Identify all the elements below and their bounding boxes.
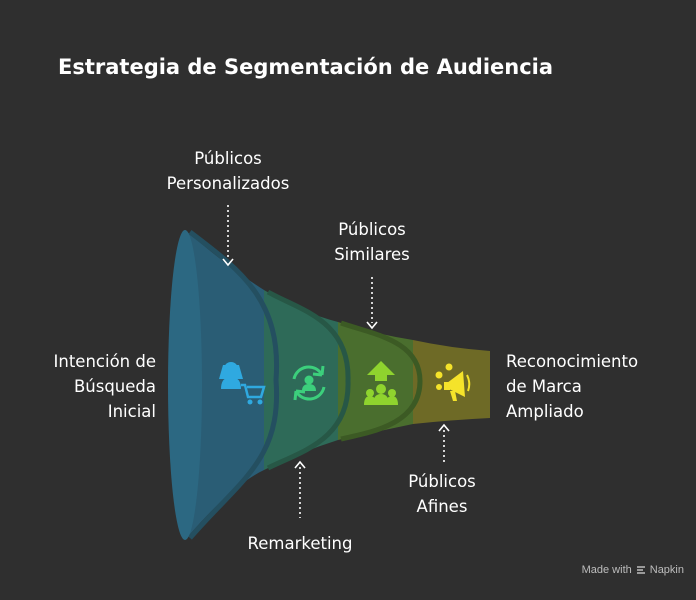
- napkin-logo-icon: [636, 566, 645, 574]
- person-cart-icon: [219, 362, 266, 405]
- label-remarketing: Remarketing: [247, 534, 353, 553]
- page-title: Estrategia de Segmentación de Audiencia: [58, 55, 554, 79]
- badge-brand: Napkin: [649, 564, 684, 576]
- retarget-cycle-icon: [292, 365, 326, 401]
- leader-custom-audiences: [222, 205, 234, 267]
- segment-divider: [340, 320, 423, 442]
- label-lookalike-audiences: Públicos Similares: [334, 220, 410, 264]
- group-upload-icon: [364, 361, 398, 405]
- label-affinity-audiences: Públicos Afines: [408, 472, 476, 516]
- label-expanded-brand-awareness: Reconocimiento de Marca Ampliado: [506, 352, 639, 421]
- leader-remarketing: [294, 460, 306, 518]
- badge-prefix: Made with: [581, 564, 632, 576]
- funnel-segment-remarketing: [264, 290, 338, 470]
- funnel-mouth: [168, 230, 202, 540]
- megaphone-icon: [435, 363, 471, 401]
- segment-divider: [188, 230, 280, 540]
- segment-divider: [266, 289, 351, 471]
- label-initial-search-intent: Intención de Búsqueda Inicial: [53, 352, 156, 421]
- leader-affinity-audiences: [438, 423, 450, 462]
- made-with-napkin-badge[interactable]: Made with Napkin: [582, 564, 684, 576]
- leader-lookalike-audiences: [366, 277, 378, 330]
- label-custom-audiences: Públicos Personalizados: [166, 149, 290, 193]
